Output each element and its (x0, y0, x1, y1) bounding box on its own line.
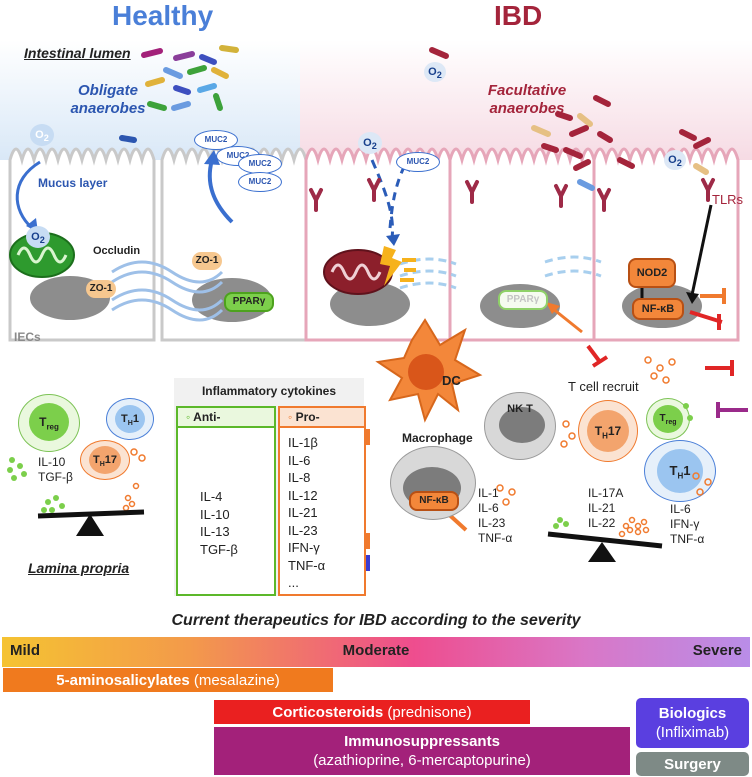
muc2-secretion-arrow (207, 159, 234, 224)
nfkb-epithelial: NF-κB (632, 298, 684, 320)
dendritic-cell (375, 318, 483, 423)
th1-cell: TH1 (106, 398, 154, 440)
corticosteroids-bar: Corticosteroids (prednisone) (214, 700, 530, 724)
ppar-gamma-inactive: PPARγ (498, 290, 548, 310)
th17-label: TH17 (89, 446, 121, 474)
intestinal-lumen-label: Intestinal lumen (24, 45, 131, 61)
severity-scale: Mild Moderate Severe (2, 637, 750, 667)
healthy-bacteria (119, 45, 239, 143)
occludin-label: Occludin (93, 245, 141, 257)
damaged-mitochondrion (323, 246, 416, 295)
immunosuppressants-bar: Immunosuppressants (azathioprine, 6-merc… (214, 727, 630, 775)
o2-molecule: O2 (26, 226, 50, 248)
tlrs-label: TLRs (712, 192, 744, 207)
healthy-balance (7, 457, 145, 536)
cytokine-table-title: Inflammatory cytokines (201, 384, 337, 398)
nod2-receptor: NOD2 (628, 258, 676, 288)
damage-bolt-icon (380, 246, 402, 286)
biologics-bar: Biologics (Infliximab) (636, 698, 749, 748)
cytokine-dots (130, 356, 712, 506)
mucus-layer-label: Mucus layer (38, 176, 108, 190)
muc2-arrow-dashed (388, 164, 407, 229)
severity-mild: Mild (10, 642, 40, 659)
lamina-propria-label: Lamina propria (28, 560, 130, 576)
severity-severe: Severe (692, 642, 742, 659)
th17-cell-ibd: TH17 (578, 400, 638, 462)
t-cell-recruit-label: T cell recruit (568, 379, 639, 394)
bacteria-layer (119, 45, 711, 191)
o2-molecule: O2 (664, 150, 686, 170)
tlr-signal-arrow (690, 204, 713, 296)
aminosalicylates-bar: 5-aminosalicylates (mesalazine) (3, 668, 333, 692)
nfkb-macrophage: NF-κB (409, 491, 459, 511)
pro-header: ◦ Pro- (280, 408, 364, 428)
treg-label: Treg (29, 403, 69, 441)
treg-cell-ibd: Treg (646, 398, 690, 440)
muc2-molecule: MUC2 (238, 172, 282, 192)
dc-label: DC (442, 373, 461, 388)
ibd-balance (547, 516, 663, 562)
th17-cell: TH17 (80, 440, 130, 480)
muc2-molecule: MUC2 (396, 152, 440, 172)
treg-cell: Treg (18, 394, 80, 452)
severity-moderate: Moderate (342, 642, 410, 659)
nkt-cell: NK T (484, 392, 556, 460)
muc2-molecule: MUC2 (194, 130, 238, 150)
facultative-anaerobes-label: Facultative anaerobes (487, 82, 567, 117)
surgery-bar: Surgery (636, 752, 749, 776)
ibd-header: IBD (494, 0, 543, 31)
o2-molecule: O2 (30, 124, 54, 146)
ibd-bacteria (429, 47, 711, 191)
o2-molecule: O2 (424, 62, 446, 82)
o2-molecule: O2 (358, 132, 382, 154)
obligate-anaerobes-label: Obligate anaerobes (70, 82, 146, 117)
zo1-protein: ZO-1 (86, 280, 116, 298)
ppar-gamma-active: PPARγ (224, 292, 274, 312)
therapeutics-title: Current therapeutics for IBD according t… (171, 612, 581, 629)
anti-header: ◦ Anti- (178, 408, 274, 428)
o2-diffusion-arrow (15, 160, 41, 230)
macrophage-label: Macrophage (402, 431, 473, 445)
th1-label: TH1 (115, 405, 145, 433)
tlr-receptors (309, 178, 715, 212)
zo1-protein: ZO-1 (192, 252, 222, 270)
th1-cell-ibd: TH1 (644, 440, 716, 502)
macrophage-cell: NF-κB (390, 446, 476, 520)
iecs-label: IECs (14, 330, 41, 344)
disrupted-junctions (399, 255, 602, 290)
healthy-header: Healthy (112, 0, 214, 31)
muc2-molecule: MUC2 (238, 154, 282, 174)
occludin-strands (111, 260, 224, 322)
